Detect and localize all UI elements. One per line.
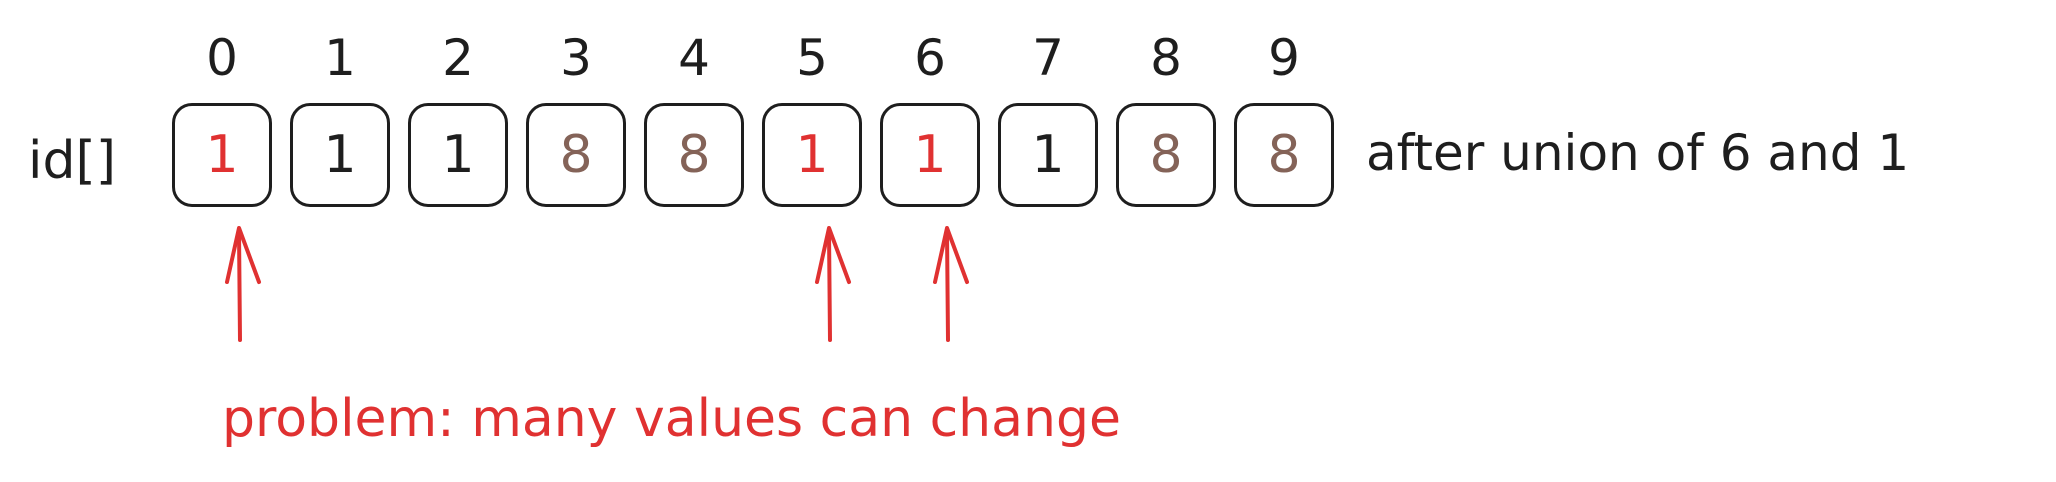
array-cell: 1 [172, 103, 272, 207]
cell-value: 1 [1031, 125, 1065, 185]
array-cell: 1 [998, 103, 1098, 207]
index-label: 0 [206, 29, 238, 87]
index-label: 5 [796, 29, 828, 87]
cell-value: 8 [559, 125, 593, 185]
array-cell: 8 [526, 103, 626, 207]
array-cell: 1 [290, 103, 390, 207]
array-label: id[] [28, 131, 117, 191]
caption-text: after union of 6 and 1 [1366, 124, 1910, 182]
index-label: 4 [678, 29, 710, 87]
array-cell: 1 [408, 103, 508, 207]
arrow-up-icon [225, 226, 261, 342]
arrow-up-icon [933, 226, 969, 342]
arrow-up-icon [815, 226, 851, 342]
cell-value: 8 [1149, 125, 1183, 185]
cell-value: 1 [913, 125, 947, 185]
array-cell: 1 [880, 103, 980, 207]
cell-value: 8 [1267, 125, 1301, 185]
index-label: 3 [560, 29, 592, 87]
cell-value: 1 [205, 125, 239, 185]
index-label: 9 [1268, 29, 1300, 87]
array-cell: 8 [1234, 103, 1334, 207]
index-label: 2 [442, 29, 474, 87]
cell-value: 1 [795, 125, 829, 185]
index-label: 7 [1032, 29, 1064, 87]
array-cell: 8 [1116, 103, 1216, 207]
cell-value: 8 [677, 125, 711, 185]
cell-value: 1 [441, 125, 475, 185]
problem-text: problem: many values can change [222, 389, 1121, 449]
index-label: 1 [324, 29, 356, 87]
array-cell: 8 [644, 103, 744, 207]
array-cell: 1 [762, 103, 862, 207]
cell-value: 1 [323, 125, 357, 185]
index-label: 8 [1150, 29, 1182, 87]
index-label: 6 [914, 29, 946, 87]
